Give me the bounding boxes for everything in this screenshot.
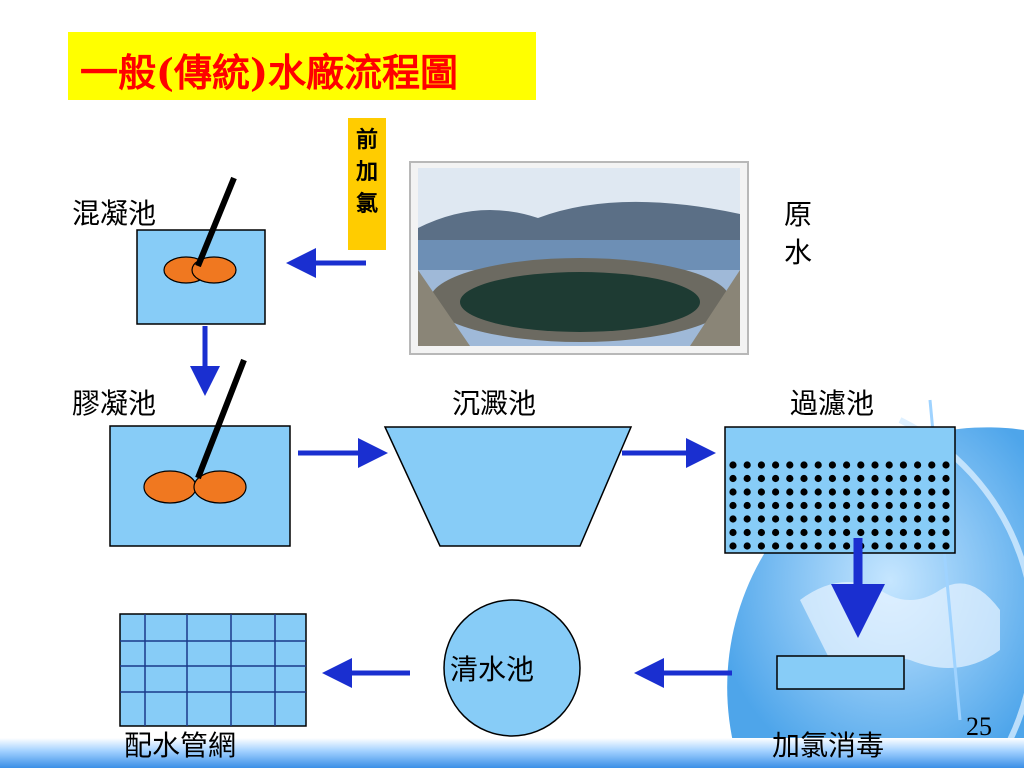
coagulation-mixer-shaft: [195, 176, 237, 268]
clear-well-circle: [443, 599, 581, 737]
title-box: [68, 32, 536, 100]
flocculation-paddle-right: [193, 470, 247, 504]
coagulation-label: 混凝池: [72, 197, 157, 230]
distribution-label: 配水管網: [124, 729, 237, 762]
flocculation-mixer-shaft: [195, 358, 247, 480]
disinfection-box: [776, 655, 905, 690]
flow-arrows: [190, 248, 885, 688]
distribution-network-grid: [119, 613, 307, 727]
raw-water-label: 原水: [783, 198, 812, 269]
filtration-label: 過濾池: [790, 387, 875, 420]
flocculation-paddle-left: [143, 470, 197, 504]
sedimentation-label: 沉澱池: [452, 387, 537, 420]
raw-water-photo: [409, 161, 749, 355]
sedimentation-tank: [383, 426, 633, 547]
filter-media-dots: [729, 461, 950, 550]
disinfection-label: 加氯消毒: [772, 729, 885, 762]
footer-bar: [0, 738, 1024, 768]
coagulation-paddle-right: [191, 256, 237, 284]
flocculation-label: 膠凝池: [72, 387, 157, 420]
page-title: 一般(傳統)水廠流程圖: [80, 50, 458, 95]
clear-well-label: 清水池: [450, 653, 535, 686]
pre-chlorination-label: 前加氯: [355, 127, 378, 217]
pre-chlorination-box: [348, 118, 386, 250]
page-number: 25: [966, 712, 992, 741]
